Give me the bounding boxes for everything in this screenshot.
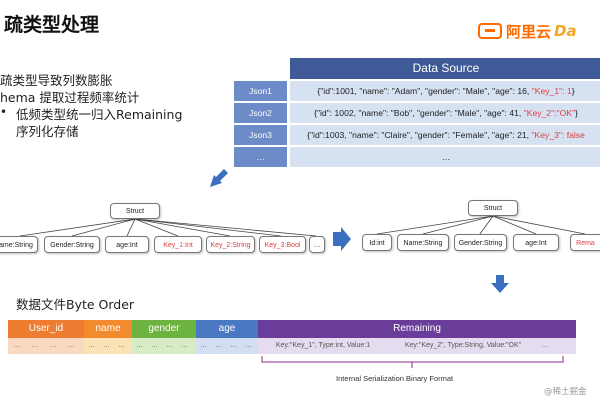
age-values: ………… <box>196 338 258 354</box>
down-arrow-icon <box>491 275 509 293</box>
json2-value: {"id": 1002, "name": "Bob", "gender": "M… <box>290 103 600 123</box>
sub-bullet-marker: • <box>0 105 8 119</box>
serialization-footnote: Internal Serialization Binary Format <box>336 374 454 383</box>
json3-value: {"id":1003, "name": "Claire", "gender": … <box>290 125 600 145</box>
page-title: 疏类型处理 <box>4 14 100 36</box>
right-node-name: Name:String <box>397 234 449 251</box>
right-node-age: age:Int <box>513 234 559 251</box>
byte-order-label: 数据文件Byte Order <box>16 297 135 312</box>
right-node-remaining: Rema <box>570 234 600 251</box>
logo-text: 阿里云 <box>506 22 552 41</box>
right-struct-node: Struct <box>468 200 518 216</box>
left-node-name: name:String <box>0 236 38 253</box>
right-node-id: Id:int <box>362 234 392 251</box>
column-gender: gender <box>132 320 196 338</box>
left-node-key2: Key_2:String <box>206 236 255 253</box>
column-remaining: Remaining <box>258 320 576 338</box>
down-left-arrow-icon <box>210 169 228 187</box>
gender-values: ………… <box>132 338 196 354</box>
bullet-3: 低频类型统一归入Remaining <box>16 107 183 122</box>
left-node-age: age:Int <box>105 236 149 253</box>
aliyun-logo-icon <box>478 23 502 39</box>
json2-label: Json2 <box>234 103 287 123</box>
aliyun-logo: 阿里云 Da <box>478 20 577 42</box>
json1-value: {"id":1001, "name": "Adam", "gender": "M… <box>290 81 600 101</box>
column-age: age <box>196 320 258 338</box>
right-arrow-icon <box>333 227 351 251</box>
bullet-1: 疏类型导致列数膨胀 <box>0 73 113 88</box>
bullet-4: 序列化存储 <box>16 124 79 139</box>
data-source-header: Data Source <box>290 58 600 79</box>
bullet-2: hema 提取过程频率统计 <box>0 90 140 105</box>
column-name: name <box>84 320 132 338</box>
left-struct-node: Struct <box>110 203 160 219</box>
name-values: ……… <box>84 338 132 354</box>
ellipsis-label: … <box>234 147 287 167</box>
json1-label: Json1 <box>234 81 287 101</box>
left-node-key1: Key_1:Int <box>154 236 202 253</box>
left-node-more: … <box>309 236 325 253</box>
ellipsis-value: … <box>290 147 600 167</box>
column-user-id: User_id <box>8 320 84 338</box>
watermark: @稀土掘金 <box>544 387 587 397</box>
logo-ext: Da <box>554 22 577 40</box>
user-id-values: ………… <box>8 338 84 354</box>
left-node-key3: Key_3:Bool <box>259 236 306 253</box>
right-node-gender: Gender:String <box>454 234 507 251</box>
json3-label: Json3 <box>234 125 287 145</box>
left-node-gender: Gender:String <box>44 236 100 253</box>
